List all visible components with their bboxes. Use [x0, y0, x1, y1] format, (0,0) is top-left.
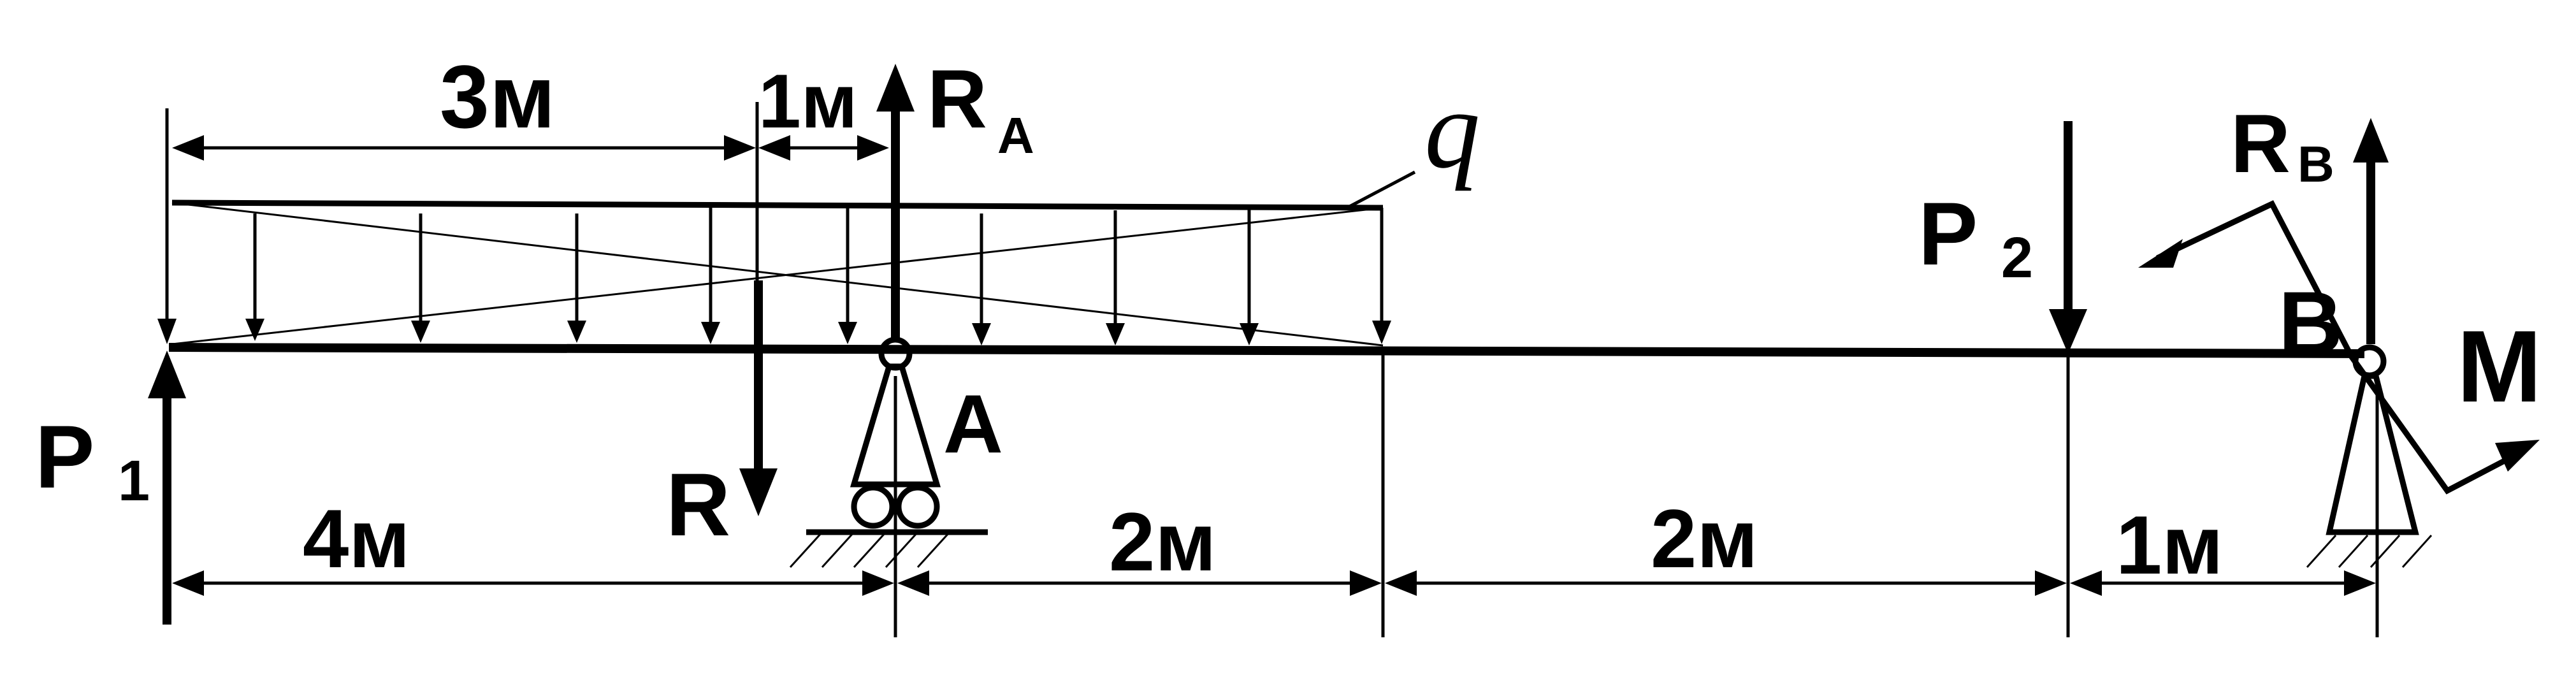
- q-label: q: [1424, 68, 1480, 191]
- moment-m: M: [2138, 200, 2542, 495]
- distributed-load-q: q: [157, 68, 1480, 347]
- resultant-r: R: [666, 280, 778, 554]
- r-label: R: [666, 454, 730, 554]
- load-arrows: [157, 108, 1391, 345]
- dim-bottom-4m: 4м: [303, 492, 410, 585]
- reaction-ra: R A: [876, 52, 1034, 338]
- p2-subscript: 2: [2001, 226, 2033, 290]
- beam: [168, 343, 2365, 358]
- q-leader: [1343, 170, 1416, 211]
- support-b: B: [2278, 273, 2433, 637]
- support-a-label: A: [943, 377, 1003, 470]
- m-label: M: [2457, 309, 2542, 423]
- rb-subscript: B: [2297, 136, 2334, 192]
- dim-bottom-1m: 1м: [2116, 498, 2223, 591]
- support-a: A: [789, 336, 1003, 637]
- force-p2: P 2: [1918, 121, 2087, 354]
- top-dimensions: 3м 1м: [172, 47, 889, 280]
- dim-top-3m: 3м: [440, 47, 555, 147]
- p2-letter: P: [1918, 184, 1978, 284]
- dim-bottom-2m-second: 2м: [1651, 492, 1758, 585]
- ra-subscript: A: [997, 107, 1034, 164]
- dim-top-1m: 1м: [758, 59, 858, 144]
- p1-subscript: 1: [118, 449, 150, 513]
- bottom-dimensions: 4м 2м 2м 1м: [172, 347, 2376, 637]
- p1-letter: P: [35, 407, 94, 507]
- ra-letter: R: [927, 52, 987, 145]
- reaction-rb: R B: [2231, 97, 2389, 344]
- force-p1: P 1: [35, 351, 186, 625]
- rb-letter: R: [2231, 97, 2290, 190]
- dim-bottom-2m-first: 2м: [1109, 495, 1216, 588]
